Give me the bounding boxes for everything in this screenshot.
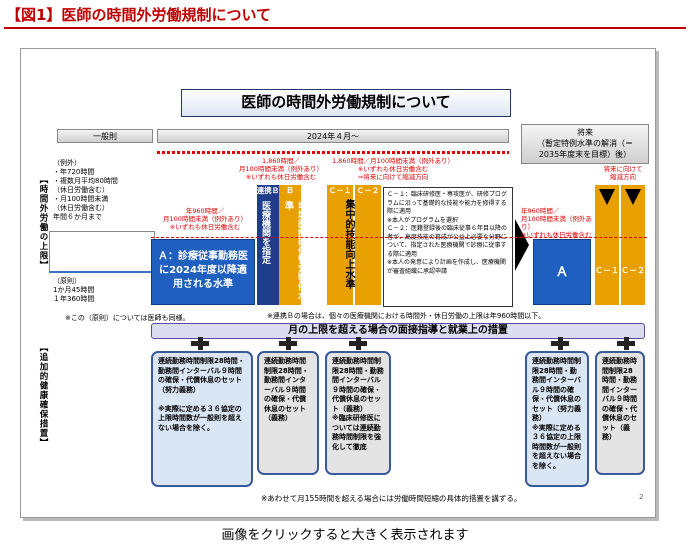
col-c2: Ｃ－２: [355, 185, 381, 305]
general-exception-text: （例外） ・年720時間 ・複数月平均80時間 （休日労働含む） ・月100時間…: [53, 159, 118, 221]
measure-card-a: 連続勤務時間制限28時間・勤務間インターバル９時間の確保・代償休息のセット（努力…: [151, 351, 253, 487]
renkei-b-head: 連携Ｂ: [256, 186, 280, 195]
principle-bar: [49, 271, 155, 311]
plus-icon: [286, 337, 291, 350]
future-c1: Ｃ－１: [595, 185, 619, 305]
col-header-future: 将来 （暫定特例水準の解消（＝ 2035年度末を目標）後）: [521, 124, 649, 164]
down-arrow-icon: [599, 189, 615, 205]
col-renkei-b: 連携Ｂ: [257, 185, 279, 305]
c-explanation-box: Ｃ－１：臨床研修医・専攻医が、研修プログラムに沿って基礎的な技能や能力を修得する…: [383, 187, 513, 307]
general-principle-text: （原則） 1か月45時間 １年360時間: [53, 277, 95, 303]
c1-head: Ｃ－１: [328, 186, 352, 195]
col-header-general: 一般則: [57, 129, 153, 143]
c2-head: Ｃ－２: [356, 186, 380, 195]
col-c1: Ｃ－１: [327, 185, 353, 305]
limit-960-line: [151, 237, 647, 238]
renkei-b-body: 医療機関を指定: [260, 201, 270, 264]
level-a-box: Ａ：診療従事勤務医に2024年度以降適用される水準: [151, 239, 255, 305]
slide-title: 医師の時間外労働規制について: [181, 89, 511, 117]
note-b-1860: 1,860時間／ 月100時間未満（例外あり） ※いずれも休日労働含む: [239, 157, 323, 181]
arrow-right-icon: [515, 219, 529, 271]
b-head: Ｂ: [286, 186, 294, 195]
future-shrink-note: 将来に向けて 縮減方向: [603, 165, 643, 181]
measure-card-c: 連続勤務時間制限28時間・勤務間インターバル９時間の確保・代償休息のセット（義務…: [325, 351, 391, 475]
measures-banner: 月の上限を超える場合の面接指導と就業上の措置: [151, 323, 645, 339]
page-number: 2: [639, 493, 644, 501]
col-header-2024: 2024年４月～: [157, 129, 509, 143]
general-note: ※この（原則）については医師も同様。: [65, 314, 190, 322]
limit-1860-line: [157, 151, 509, 154]
c-body: 集中的技能向上水準: [343, 199, 354, 289]
axis-label-health: 【追加的健康確保措置】: [38, 343, 48, 448]
down-arrow-icon: [625, 189, 641, 205]
plus-icon: [624, 337, 629, 350]
future-note-960: 年960時間／ 月100時間未満（例外あり） ※いずれも休日労働含む: [521, 207, 592, 239]
future-a-box: Ａ: [533, 239, 591, 305]
measure-card-future-a: 連続勤務時間制限28時間・勤務間インターバル９時間の確保・代償休息のセット（努力…: [525, 351, 589, 487]
measure-card-future-c: 連続勤務時間制限28時間・勤務間インターバル９時間の確保・代償休息のセット（義務…: [595, 351, 645, 475]
renkei-note: ※連携Ｂの場合は、個々の医療機関における時間外・休日労働の上限は年960時間以下…: [267, 312, 546, 320]
plus-icon: [198, 337, 203, 350]
click-to-enlarge-caption[interactable]: 画像をクリックすると大きく表示されます: [221, 528, 469, 543]
measure-card-b: 連続勤務時間制限28時間・勤務間インターバル９時間の確保・代償休息のセット（義務…: [257, 351, 319, 475]
note-c-1860: 1,860時間／月100時間未満（例外あり） ※いずれも休日労働含む ⇒将来に向…: [331, 157, 454, 181]
note-a-960: 年960時間／ 月100時間未満（例外あり） ※いずれも休日労働含む: [163, 207, 247, 231]
col-b: Ｂ: [279, 185, 301, 305]
axis-label-upper-limit: 【時間外労働の上限】: [38, 175, 48, 270]
footer-note: ※あわせて月155時間を超える場合には労働時間短縮の具体的措置を講ずる。: [261, 494, 522, 503]
future-c2: Ｃ－２: [621, 185, 645, 305]
title-underline: [4, 27, 686, 29]
plus-icon: [356, 337, 361, 350]
b-body: 地域医療確保暫定特例水準: [283, 201, 306, 300]
figure-title: 【図1】医師の時間外労働規制について: [6, 6, 271, 24]
plus-icon: [558, 337, 563, 350]
slide-image[interactable]: 医師の時間外労働規制について 一般則 2024年４月～ 将来 （暫定特例水準の解…: [20, 48, 656, 518]
